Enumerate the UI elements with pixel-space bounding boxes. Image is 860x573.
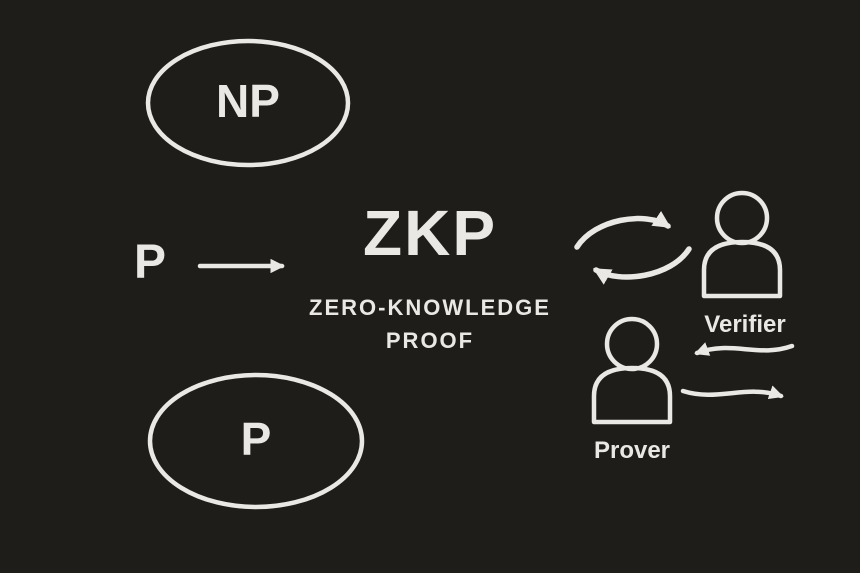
verifier-body — [701, 239, 783, 299]
zkp-full-name-line1: ZERO-KNOWLEDGE — [309, 295, 551, 320]
p-source-label: P — [133, 235, 167, 289]
p-ellipse — [147, 372, 365, 510]
np-ellipse — [145, 38, 351, 168]
prover-label: Prover — [593, 437, 671, 464]
verifier-head — [714, 190, 770, 246]
prover-person-icon — [591, 316, 673, 425]
exchange-arrow-bottom — [592, 246, 692, 285]
verifier-person-icon — [701, 190, 783, 299]
p-set-label: P — [240, 413, 272, 465]
prover-head — [604, 316, 660, 372]
verifier-label: Verifier — [704, 311, 786, 338]
zkp-full-name-line2: PROOF — [385, 328, 475, 353]
wavy-arrow-to-verifier — [680, 385, 784, 400]
exchange-arrow-top — [574, 210, 671, 250]
wavy-arrow-to-prover — [694, 342, 795, 356]
prover-body — [591, 365, 673, 425]
np-set-label: NP — [216, 75, 280, 127]
zkp-acronym: ZKP — [363, 197, 497, 269]
